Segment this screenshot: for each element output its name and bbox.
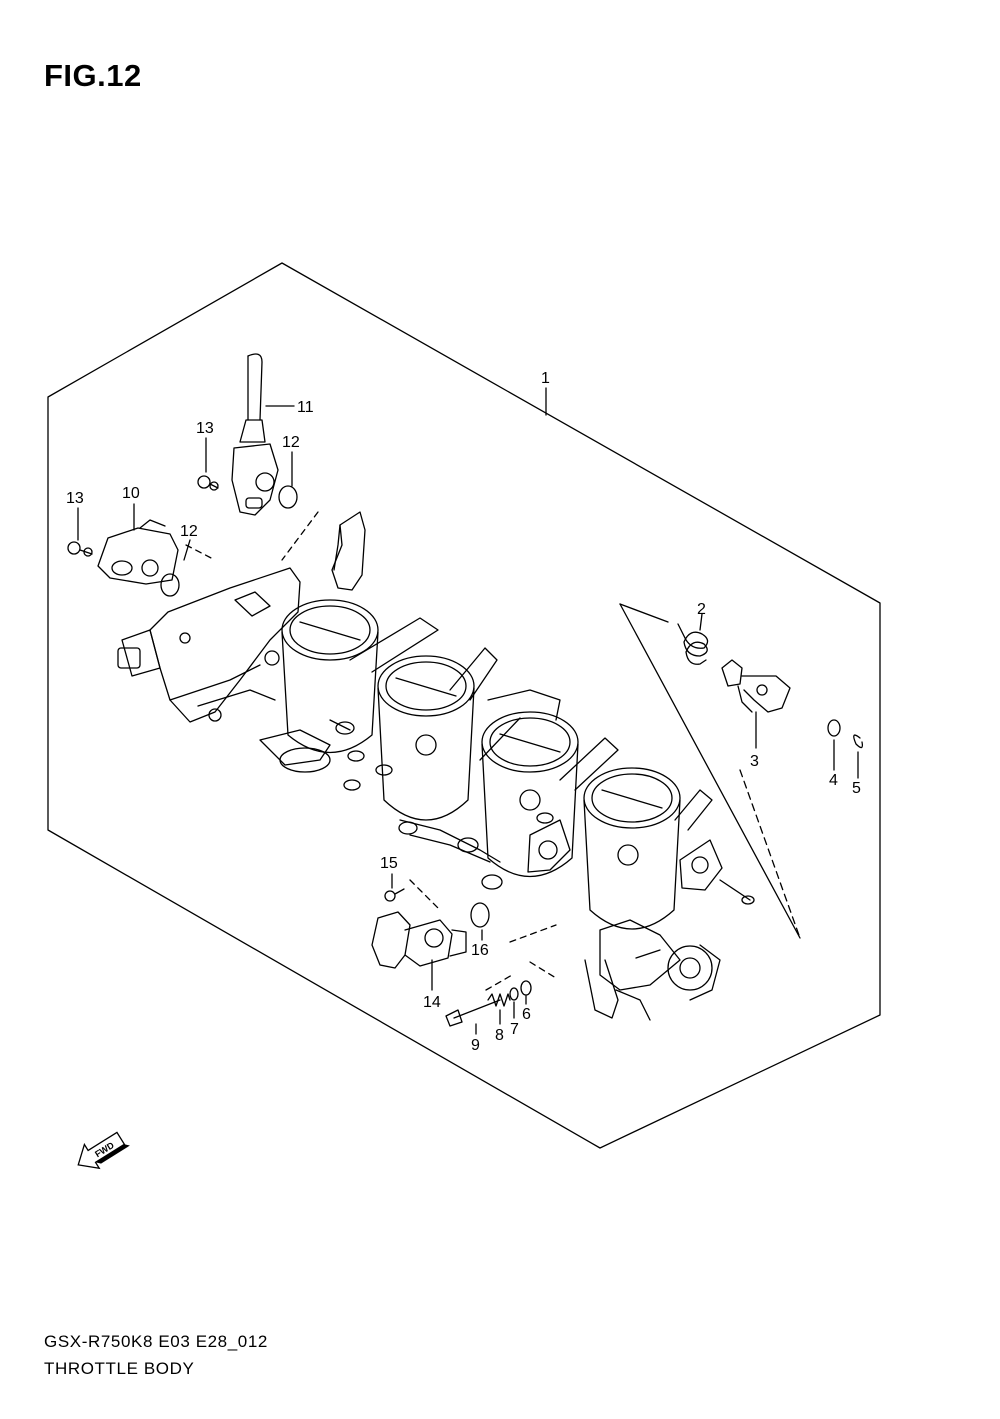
callout-5: 5 — [852, 780, 861, 797]
callout-15: 15 — [380, 855, 398, 872]
sensor-11 — [231, 353, 279, 516]
callout-7: 7 — [510, 1021, 519, 1038]
callout-9: 9 — [471, 1037, 480, 1054]
o-ring-16 — [470, 902, 490, 928]
o-ring-12-upper — [278, 485, 298, 509]
callout-6: 6 — [522, 1006, 531, 1023]
forward-arrow-icon: FWD — [77, 1131, 130, 1170]
callout-2: 2 — [697, 601, 706, 618]
washer-7 — [509, 987, 519, 1001]
screw-15 — [384, 888, 405, 902]
clip-5 — [853, 734, 864, 749]
lever-3 — [721, 659, 791, 713]
sensor-10 — [97, 519, 179, 585]
subgroup-boundary-2-5 — [619, 603, 801, 939]
callout-12-upper: 12 — [282, 434, 300, 451]
sensor-14 — [371, 911, 467, 969]
assembly-boundary — [47, 262, 881, 1149]
callout-4: 4 — [829, 772, 838, 789]
callout-1: 1 — [541, 370, 550, 387]
spring-2 — [677, 623, 709, 665]
callout-13-lower: 13 — [66, 490, 84, 507]
figure-title: FIG.12 — [44, 58, 142, 93]
callout-14: 14 — [423, 994, 441, 1011]
throttle-bore-3 — [481, 711, 579, 877]
screw-9 — [445, 999, 501, 1027]
callout-11: 11 — [297, 399, 314, 416]
callout-3: 3 — [750, 753, 759, 770]
callout-8: 8 — [495, 1027, 504, 1044]
washer-4 — [827, 719, 841, 737]
throttle-bore-1 — [281, 599, 379, 754]
o-ring-6 — [520, 980, 532, 996]
subgroup-dashed-edge — [739, 769, 801, 939]
callout-16: 16 — [471, 942, 489, 959]
diagram-code: GSX-R750K8 E03 E28_012 — [44, 1332, 268, 1351]
o-ring-12-lower — [160, 573, 180, 597]
screw-13-upper — [197, 475, 219, 491]
diagram-name: THROTTLE BODY — [44, 1359, 195, 1378]
screw-13-lower — [67, 541, 93, 557]
throttle-bore-4 — [583, 767, 681, 930]
mounting-bracket — [331, 511, 366, 591]
throttle-bore-2 — [377, 655, 475, 821]
callout-12-lower: 12 — [180, 523, 198, 540]
callout-10: 10 — [122, 485, 140, 502]
callout-13-upper: 13 — [196, 420, 214, 437]
spring-8 — [487, 993, 511, 1007]
sensor-housing — [117, 567, 301, 723]
